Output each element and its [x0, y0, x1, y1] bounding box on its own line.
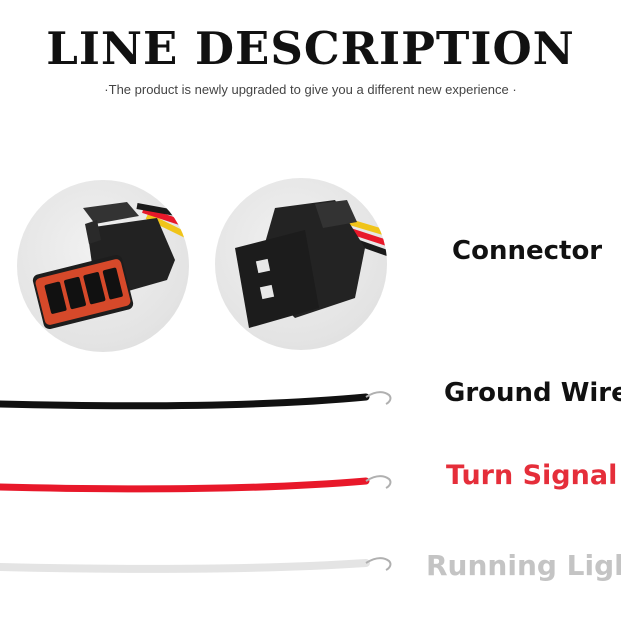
ground-wire-label: Ground Wire — [444, 378, 621, 408]
connector-female-icon — [235, 200, 387, 328]
turn-signal-wire — [0, 475, 392, 493]
running-light-wire — [0, 557, 392, 573]
page-subtitle: ·The product is newly upgraded to give y… — [104, 82, 517, 97]
connector-image-left — [17, 180, 189, 352]
connector-label: Connector — [452, 236, 603, 266]
page-title: LINE DESCRIPTION — [46, 22, 575, 75]
turn-signal-label: Turn Signal — [446, 460, 618, 491]
connector-male-icon — [32, 202, 189, 330]
ground-wire — [0, 391, 392, 410]
connector-image-right — [215, 178, 387, 350]
running-light-label: Running Light — [426, 549, 621, 582]
